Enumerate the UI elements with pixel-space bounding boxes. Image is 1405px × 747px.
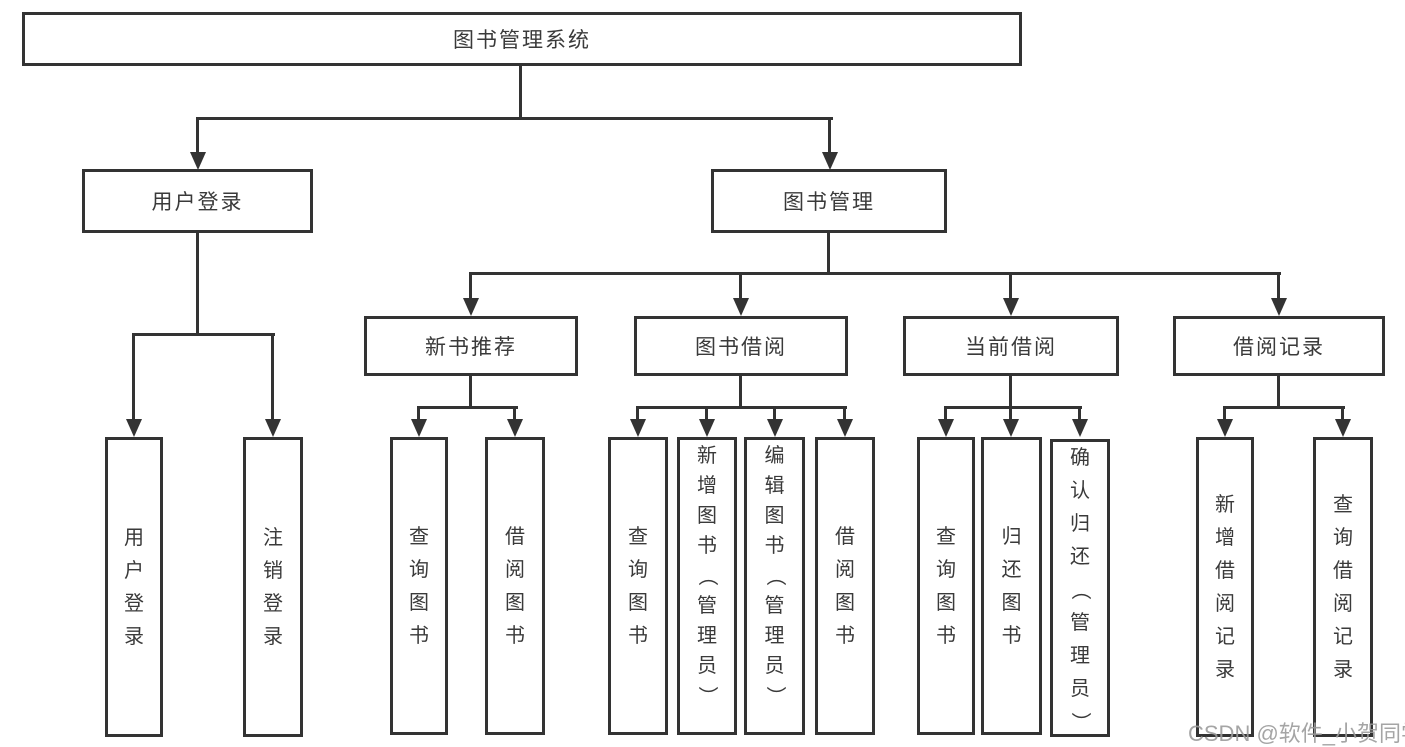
leaf-query-books-borrow: 查询图书 xyxy=(608,437,668,735)
connector-line xyxy=(469,376,472,409)
connector-line xyxy=(1009,376,1012,409)
leaf-query-borrow-record: 查询借阅记录 xyxy=(1313,437,1373,737)
node-book-borrowing: 图书借阅 xyxy=(634,316,848,376)
connector-line xyxy=(944,406,1082,409)
connector-line xyxy=(469,272,472,300)
arrow-down-icon xyxy=(1003,298,1019,316)
node-root-system: 图书管理系统 xyxy=(22,12,1022,66)
leaf-edit-book-admin: 编辑图书（管理员） xyxy=(744,437,805,735)
connector-line xyxy=(1223,406,1226,421)
connector-line xyxy=(636,406,639,421)
connector-line xyxy=(271,333,274,421)
connector-line xyxy=(773,406,776,421)
arrow-down-icon xyxy=(463,298,479,316)
connector-line xyxy=(828,117,831,154)
leaf-user-login: 用户登录 xyxy=(105,437,163,737)
connector-line xyxy=(132,333,135,421)
arrow-down-icon xyxy=(938,419,954,437)
arrow-down-icon xyxy=(411,419,427,437)
connector-line xyxy=(636,406,847,409)
arrow-down-icon xyxy=(822,152,838,170)
node-new-book-recommend: 新书推荐 xyxy=(364,316,578,376)
connector-line xyxy=(705,406,708,421)
connector-line xyxy=(1223,406,1345,409)
arrow-down-icon xyxy=(265,419,281,437)
connector-line xyxy=(513,406,516,421)
arrow-down-icon xyxy=(507,419,523,437)
connector-line xyxy=(739,272,742,300)
connector-line xyxy=(417,406,518,409)
arrow-down-icon xyxy=(699,419,715,437)
leaf-query-books-recommend: 查询图书 xyxy=(390,437,448,735)
connector-line xyxy=(1009,272,1012,300)
connector-line xyxy=(1277,272,1280,300)
connector-line xyxy=(827,233,830,275)
leaf-confirm-return-admin: 确认归还（管理员） xyxy=(1050,439,1110,737)
leaf-return-book: 归还图书 xyxy=(981,437,1042,735)
arrow-down-icon xyxy=(1217,419,1233,437)
connector-line xyxy=(196,117,199,154)
arrow-down-icon xyxy=(630,419,646,437)
connector-line xyxy=(132,333,275,336)
arrow-down-icon xyxy=(837,419,853,437)
connector-line xyxy=(1341,406,1344,421)
leaf-add-borrow-record: 新增借阅记录 xyxy=(1196,437,1254,737)
connector-line xyxy=(196,233,199,336)
leaf-query-books-current: 查询图书 xyxy=(917,437,975,735)
arrow-down-icon xyxy=(733,298,749,316)
node-book-management: 图书管理 xyxy=(711,169,947,233)
leaf-borrow-books-recommend: 借阅图书 xyxy=(485,437,545,735)
arrow-down-icon xyxy=(126,419,142,437)
connector-line xyxy=(843,406,846,421)
leaf-borrow-books: 借阅图书 xyxy=(815,437,875,735)
connector-line xyxy=(469,272,1281,275)
node-current-borrowing: 当前借阅 xyxy=(903,316,1119,376)
leaf-add-book-admin: 新增图书（管理员） xyxy=(677,437,737,735)
arrow-down-icon xyxy=(1335,419,1351,437)
arrow-down-icon xyxy=(1271,298,1287,316)
connector-line xyxy=(519,66,522,120)
node-user-login: 用户登录 xyxy=(82,169,313,233)
arrow-down-icon xyxy=(1003,419,1019,437)
connector-line xyxy=(1009,406,1012,421)
arrow-down-icon xyxy=(1072,419,1088,437)
connector-line xyxy=(417,406,420,421)
connector-line xyxy=(739,376,742,409)
connector-line xyxy=(1277,376,1280,409)
csdn-watermark: CSDN @软件_小贺同学 xyxy=(1188,721,1405,746)
node-borrowing-records: 借阅记录 xyxy=(1173,316,1385,376)
connector-line xyxy=(1078,406,1081,421)
arrow-down-icon xyxy=(767,419,783,437)
connector-line xyxy=(944,406,947,421)
connector-line xyxy=(197,117,833,120)
leaf-logout: 注销登录 xyxy=(243,437,303,737)
arrow-down-icon xyxy=(190,152,206,170)
